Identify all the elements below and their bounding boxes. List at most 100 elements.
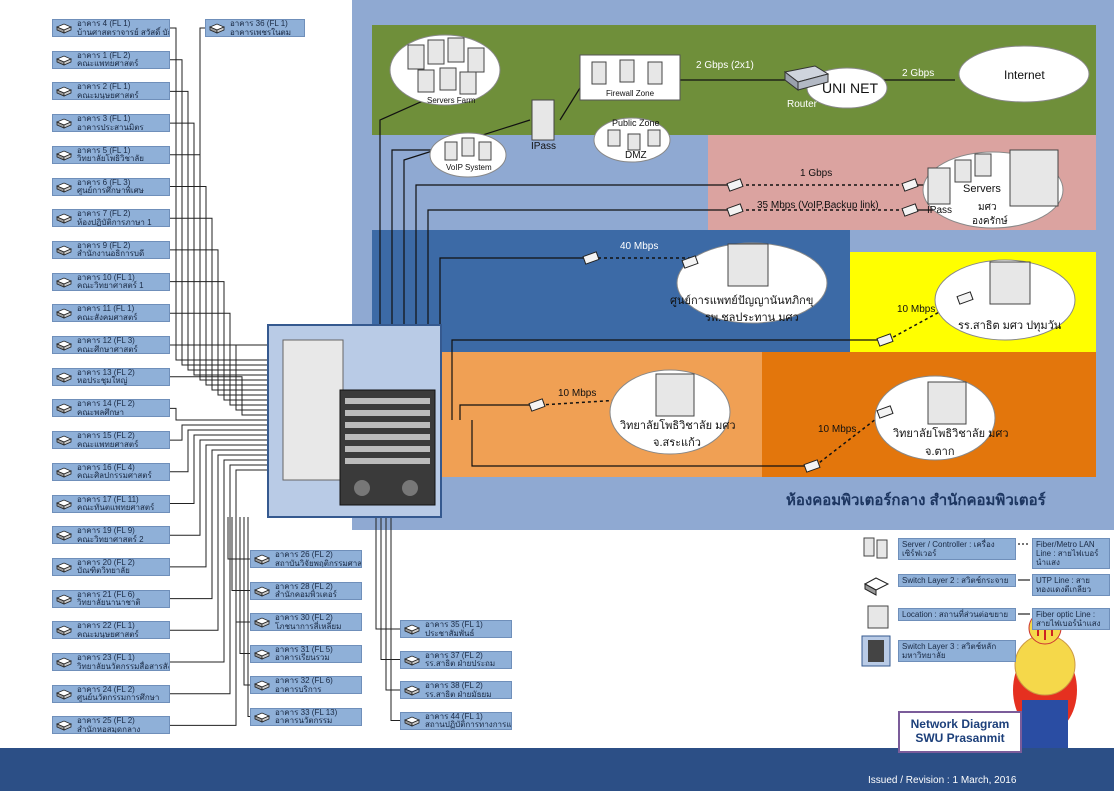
switch-icon	[254, 554, 270, 565]
building-label: อาคาร 11 (FL 1)คณะสังคมศาสตร์	[52, 304, 170, 323]
building-label: อาคาร 24 (FL 2)ศูนย์นวัตกรรมการศึกษา	[52, 684, 170, 703]
ipass-label: IPass	[531, 141, 557, 152]
building-line2: อาคารประสานมิตร	[77, 122, 144, 132]
building-label: อาคาร 28 (FL 2)สำนักคอมพิวเตอร์	[250, 581, 362, 600]
room-title: ห้องคอมพิวเตอร์กลาง สำนักคอมพิวเตอร์	[786, 492, 1046, 509]
building-label: อาคาร 3 (FL 1)อาคารประสานมิตร	[52, 114, 170, 133]
ongkharak-ipass-label: IPass	[927, 205, 953, 216]
building-line2: บัณฑิตวิทยาลัย	[77, 566, 130, 576]
ongkharak-name-line2: องครักษ์	[972, 216, 1008, 227]
building-label: อาคาร 15 (FL 2)คณะแพทยศาสตร์	[52, 431, 170, 450]
building-label: อาคาร 13 (FL 2)หอประชุมใหญ่	[52, 367, 170, 386]
tak-line2: จ.ตาก	[925, 446, 955, 458]
switch-icon	[254, 586, 270, 597]
building-line1: อาคาร 16 (FL 4)	[77, 462, 135, 472]
legend-switch-l3: Switch Layer 3 : สวิตช์หลักมหาวิทยาลัย	[898, 640, 1016, 662]
building-line2: อาคารเรียนรวม	[275, 653, 330, 662]
ongkharak-servers-label: Servers	[963, 183, 1001, 195]
building-cable	[170, 154, 268, 381]
building-line1: อาคาร 14 (FL 2)	[77, 399, 135, 409]
title-box: Network Diagram SWU Prasanmit	[898, 711, 1022, 753]
building-cable	[380, 517, 400, 660]
building-line1: อาคาร 24 (FL 2)	[77, 684, 135, 694]
switch-icon	[56, 86, 72, 97]
switch-icon	[254, 712, 270, 723]
switch-icon	[56, 245, 72, 256]
building-cable	[170, 464, 268, 695]
building-line2: ประชาสัมพันธ์	[425, 628, 475, 638]
building-label: อาคาร 1 (FL 2)คณะแพทยศาสตร์	[52, 50, 170, 69]
building-line2: อาคารบริการ	[275, 684, 322, 694]
switch-icon	[254, 649, 270, 660]
building-line2: คณะมนุษยศาสตร์	[77, 90, 139, 100]
hospital-link-label: 40 Mbps	[620, 241, 659, 252]
building-line1: อาคาร 21 (FL 6)	[77, 589, 135, 599]
switch-icon	[56, 499, 72, 510]
ongkharak-name-line1: มศว	[978, 202, 997, 213]
switch-icon	[404, 655, 420, 666]
legend-location: Location : สถานที่ส่วนต่อขยาย	[898, 608, 1016, 621]
servers-farm-label: Servers Farm	[427, 96, 476, 105]
switch-icon	[56, 182, 72, 193]
building-cable	[170, 449, 268, 600]
router-icon	[783, 65, 830, 92]
building-cable	[170, 444, 268, 568]
building-label: อาคาร 33 (FL 13)อาคารนวัตกรรม	[250, 707, 362, 726]
building-line2: สำนักคอมพิวเตอร์	[275, 590, 337, 599]
building-cable	[170, 424, 268, 441]
building-line1: อาคาร 30 (FL 2)	[275, 613, 333, 622]
building-line2: วิทยาลัยโพธิวิชาลัย	[77, 154, 144, 164]
building-line1: อาคาร 13 (FL 2)	[77, 367, 135, 377]
switch-icon	[56, 720, 72, 731]
building-label: อาคาร 20 (FL 2)บัณฑิตวิทยาลัย	[52, 557, 170, 576]
building-line1: อาคาร 5 (FL 1)	[77, 145, 131, 155]
building-line2: รร.สาธิต ฝ่ายประถม	[425, 659, 496, 668]
building-label: อาคาร 32 (FL 6)อาคารบริการ	[250, 676, 362, 694]
building-label: อาคาร 44 (FL 1)สถานปฏิบัติการทางการแพทย์	[400, 711, 512, 730]
switch-icon	[56, 118, 72, 129]
server-icons	[407, 37, 1059, 425]
building-36-line2: อาคารเพชรในตม	[230, 27, 292, 37]
legend-fiber-optic: Fiber optic Line : สายไฟเบอร์นำแสง	[1032, 608, 1110, 630]
building-label: อาคาร 12 (FL 3)คณะศึกษาศาสตร์	[52, 336, 170, 354]
building-line2: คณะมนุษยศาสตร์	[77, 629, 139, 639]
title-line2: SWU Prasanmit	[915, 731, 1005, 745]
building-line1: อาคาร 23 (FL 1)	[77, 653, 135, 662]
building-label: อาคาร 37 (FL 2)รร.สาธิต ฝ่ายประถม	[400, 650, 512, 669]
building-line1: อาคาร 15 (FL 2)	[77, 431, 135, 441]
building-line1: อาคาร 7 (FL 2)	[77, 209, 131, 219]
firewall-zone-label: Firewall Zone	[606, 89, 655, 98]
switch-icon	[56, 150, 72, 161]
building-label: อาคาร 31 (FL 5)อาคารเรียนรวม	[250, 644, 362, 663]
building-label: อาคาร 6 (FL 3)ศูนย์การศึกษาพิเศษ	[52, 177, 170, 196]
building-line1: อาคาร 3 (FL 1)	[77, 114, 131, 124]
switch-icon	[56, 55, 72, 66]
building-cable	[170, 407, 268, 421]
switch-icon	[56, 308, 72, 319]
building-line2: อาคารนวัตกรรม	[275, 716, 333, 725]
switch-icon	[56, 213, 72, 224]
dmz-label: DMZ	[625, 150, 647, 161]
issued-label: Issued / Revision : 1 March, 2016	[868, 775, 1017, 786]
building-label: อาคาร 23 (FL 1)วิทยาลัยนวัตกรรมสื่อสารสั…	[52, 653, 170, 671]
building-line1: อาคาร 33 (FL 13)	[275, 707, 338, 717]
building-cable	[170, 27, 268, 361]
internet-label: Internet	[1004, 68, 1045, 82]
switch-icon	[56, 562, 72, 573]
building-cable	[170, 376, 268, 416]
building-label: อาคาร 7 (FL 2)ห้องปฏิบัติการภาษา 1	[52, 209, 170, 228]
building-label: อาคาร 26 (FL 2)สถาบันวิจัยพฤติกรรมศาสตร์	[250, 550, 362, 568]
building-cable	[239, 517, 250, 654]
building-label: อาคาร 30 (FL 2)โภชนาการสี่เหลี่ยม	[250, 613, 362, 631]
building-cable	[375, 517, 400, 630]
building-line1: อาคาร 25 (FL 2)	[77, 716, 135, 726]
tak-link-label: 10 Mbps	[818, 424, 857, 435]
switch-icon	[56, 372, 72, 383]
building-cable	[170, 429, 268, 473]
building-line2: คณะศึกษาศาสตร์	[77, 344, 138, 354]
building-label: อาคาร 9 (FL 2)สำนักงานอธิการบดี	[52, 240, 170, 259]
building-label: อาคาร 4 (FL 1)บ้านศาสตราจารย์ สวัสดิ์ บั…	[52, 19, 170, 37]
fw-router-link-label: 2 Gbps (2x1)	[696, 60, 754, 71]
